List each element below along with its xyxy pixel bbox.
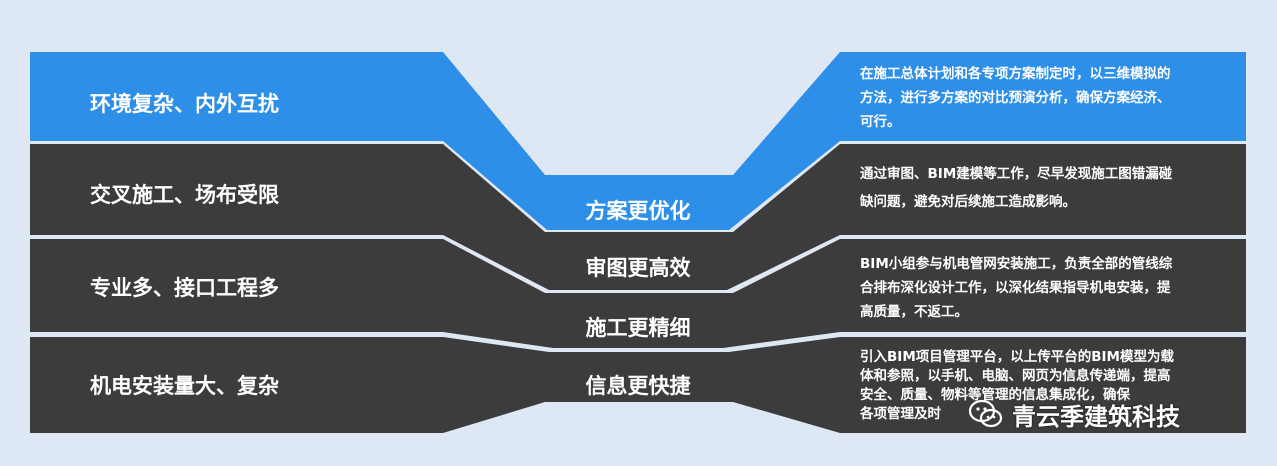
description-line: 引入BIM项目管理平台，以上传平台的BIM模型为载 [860, 349, 1174, 365]
benefit-label-4: 信息更快捷 [585, 374, 691, 398]
watermark: 青云季建筑科技 [968, 396, 1180, 432]
description-line: 体和参照，以手机、电脑、网页为信息传递端，提高 [860, 368, 1171, 384]
benefit-label-3: 施工更精细 [585, 316, 691, 340]
description-line: 安全、质量、物料等管理的信息集成化，确保 [860, 387, 1130, 403]
description-line: BIM小组参与机电管网安装施工，负责全部的管线综 [860, 256, 1173, 272]
description-line: 方法，进行多方案的对比预演分析，确保方案经济、 [860, 90, 1171, 106]
band-1-highlight [30, 52, 1246, 230]
band-2-dark [30, 144, 1246, 290]
description-1: 在施工总体计划和各专项方案制定时，以三维模拟的 方法，进行多方案的对比预演分析，… [860, 62, 1240, 134]
description-line: 缺问题，避免对后续施工造成影响。 [860, 194, 1076, 210]
challenge-label-3: 专业多、接口工程多 [90, 276, 279, 300]
description-line: 各项管理及时 [860, 406, 941, 422]
band-4-dark [30, 337, 1246, 433]
description-line: 可行。 [860, 114, 901, 130]
challenge-label-2: 交叉施工、场布受限 [90, 183, 279, 207]
benefit-label-1: 方案更优化 [585, 199, 691, 223]
description-line: 在施工总体计划和各专项方案制定时，以三维模拟的 [860, 66, 1171, 82]
description-line: 高质量，不返工。 [860, 304, 968, 320]
description-4: 引入BIM项目管理平台，以上传平台的BIM模型为载 体和参照，以手机、电脑、网页… [860, 348, 1240, 424]
description-3: BIM小组参与机电管网安装施工，负责全部的管线综 合排布深化设计工作，以深化结果… [860, 252, 1240, 324]
description-line: 合排布深化设计工作，以深化结果指导机电安装，提 [860, 280, 1171, 296]
watermark-text: 青云季建筑科技 [1012, 402, 1180, 431]
wechat-icon [968, 399, 1003, 428]
band-3-dark [30, 239, 1246, 348]
challenge-label-1: 环境复杂、内外互扰 [90, 92, 279, 116]
description-line: 通过审图、BIM建模等工作，尽早发现施工图错漏碰 [860, 166, 1173, 182]
benefit-label-2: 审图更高效 [585, 256, 691, 280]
description-2: 通过审图、BIM建模等工作，尽早发现施工图错漏碰 缺问题，避免对后续施工造成影响… [860, 160, 1240, 216]
challenge-label-4: 机电安装量大、复杂 [90, 374, 279, 398]
